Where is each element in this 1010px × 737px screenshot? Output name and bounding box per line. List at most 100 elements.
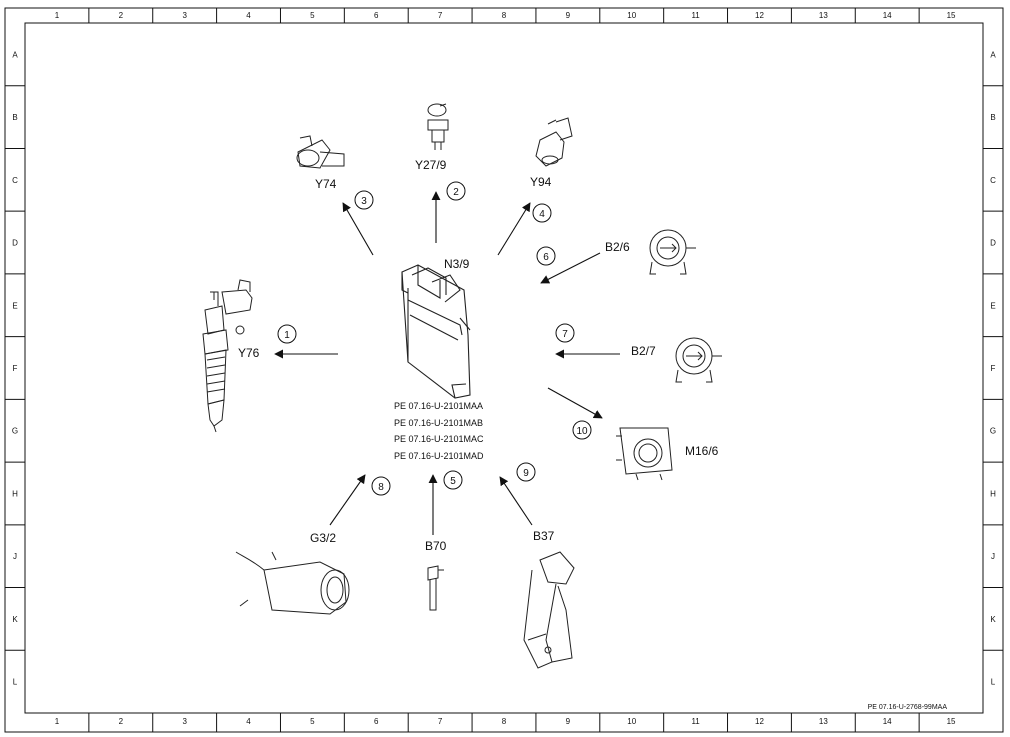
row-letter: D	[12, 239, 18, 248]
regulator-y74-drawing	[296, 135, 345, 169]
ref-code-3: PE 07.16-U-2101MAC	[394, 434, 484, 444]
injector-y76-drawing	[202, 279, 253, 433]
circle-8	[371, 476, 391, 496]
column-number: 12	[755, 717, 764, 726]
column-number: 1	[55, 717, 60, 726]
row-letter: K	[12, 615, 18, 624]
number-3: 3	[361, 196, 367, 207]
column-number: 10	[627, 11, 636, 20]
number-8: 8	[378, 482, 384, 493]
circle-numbers: 1 2 3 4 5 6 7 8 9 10	[284, 187, 588, 493]
row-letter: C	[12, 176, 18, 185]
column-number: 3	[182, 11, 187, 20]
number-circles	[277, 181, 592, 496]
ref-code-2: PE 07.16-U-2101MAB	[394, 418, 483, 428]
row-letter: L	[13, 678, 18, 687]
column-number: 5	[310, 717, 315, 726]
circle-9	[516, 462, 536, 482]
arrow-8	[329, 474, 366, 526]
ref-code-1: PE 07.16-U-2101MAA	[394, 401, 483, 411]
column-number: 11	[691, 11, 700, 20]
footer-reference: PE 07.16-U-2768-99MAA	[868, 704, 948, 711]
column-number: 1	[55, 11, 60, 20]
arrows	[274, 191, 620, 535]
row-letter: J	[13, 552, 17, 561]
column-number: 6	[374, 11, 379, 20]
sensor-b2-6-drawing	[649, 229, 696, 275]
row-letter: F	[991, 364, 996, 373]
ecu-module-drawing	[401, 264, 471, 399]
row-letter: B	[990, 113, 995, 122]
column-number: 4	[246, 717, 251, 726]
number-9: 9	[523, 468, 529, 479]
column-number: 15	[947, 717, 956, 726]
sensor-b70-drawing	[427, 565, 444, 611]
number-1: 1	[284, 330, 290, 341]
row-letter: D	[990, 239, 996, 248]
circle-7	[555, 323, 575, 343]
row-letter: F	[13, 364, 18, 373]
number-2: 2	[453, 187, 459, 198]
valve-y27-9-drawing	[427, 103, 449, 150]
label-b37: B37	[533, 529, 555, 543]
ref-code-4: PE 07.16-U-2101MAD	[394, 451, 484, 461]
circle-6	[536, 246, 556, 266]
column-number: 14	[883, 717, 892, 726]
column-number: 2	[119, 717, 124, 726]
number-6: 6	[543, 252, 549, 263]
valve-y94-drawing	[535, 117, 573, 167]
label-y76: Y76	[238, 346, 260, 360]
label-b2-6: B2/6	[605, 240, 630, 254]
row-letter: E	[990, 301, 995, 310]
column-number: 13	[819, 11, 828, 20]
column-number: 10	[627, 717, 636, 726]
circle-5	[443, 470, 463, 490]
column-number: 2	[119, 11, 124, 20]
row-letter: A	[990, 50, 996, 59]
throttle-m16-6-drawing	[616, 427, 673, 481]
column-number: 8	[502, 717, 507, 726]
number-10: 10	[576, 426, 588, 437]
column-number: 8	[502, 11, 507, 20]
row-letter: L	[991, 678, 996, 687]
circle-3	[354, 190, 374, 210]
arrow-6	[540, 252, 601, 284]
label-b70: B70	[425, 539, 447, 553]
column-number: 6	[374, 717, 379, 726]
row-letter: H	[12, 489, 18, 498]
column-number: 9	[566, 717, 571, 726]
row-letter: E	[12, 301, 17, 310]
ecu-label: N3/9	[444, 257, 470, 271]
label-m16-6: M16/6	[685, 444, 719, 458]
column-number: 3	[182, 717, 187, 726]
number-7: 7	[562, 329, 568, 340]
column-number: 13	[819, 717, 828, 726]
label-b2-7: B2/7	[631, 344, 656, 358]
oxygen-sensor-g3-2-drawing	[235, 551, 350, 615]
column-number: 7	[438, 11, 443, 20]
label-y94: Y94	[530, 175, 552, 189]
row-letter: K	[990, 615, 996, 624]
sensor-b2-7-drawing	[675, 337, 722, 383]
column-number: 12	[755, 11, 764, 20]
row-letter: G	[12, 427, 18, 436]
arrow-10	[547, 387, 603, 419]
arrow-3	[342, 202, 374, 256]
column-number: 5	[310, 11, 315, 20]
pedal-b37-drawing	[523, 551, 575, 669]
circle-2	[446, 181, 466, 201]
inner-frame	[24, 22, 984, 714]
arrow-9	[499, 476, 533, 526]
arrow-4	[497, 202, 531, 256]
label-y74: Y74	[315, 177, 337, 191]
circle-10	[572, 420, 592, 440]
row-letter: C	[990, 176, 996, 185]
number-4: 4	[539, 209, 545, 220]
column-number: 9	[566, 11, 571, 20]
row-letter: J	[991, 552, 995, 561]
column-grid: 1122334455667788991010111112121313141415…	[55, 8, 956, 732]
column-number: 4	[246, 11, 251, 20]
row-letter: G	[990, 427, 996, 436]
